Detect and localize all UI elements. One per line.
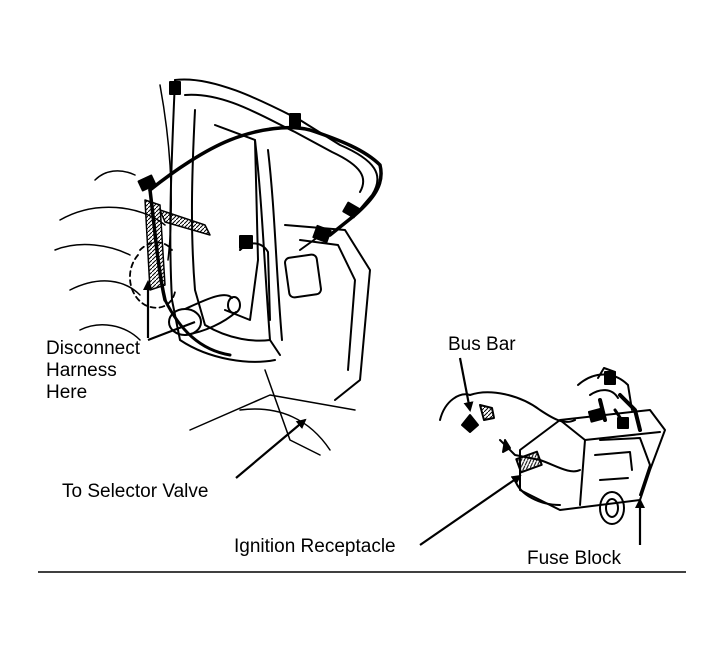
ignition-arrow (419, 474, 522, 546)
disconnect-label-line1: Disconnect (46, 338, 140, 359)
fuse-block-label: Fuse Block (527, 548, 621, 569)
selector-valve-arrow (235, 418, 307, 479)
fuse-block-assembly (439, 367, 666, 525)
leader-arrows (143, 280, 645, 546)
bus-bar-arrow (458, 357, 474, 412)
disconnect-label-line3: Here (46, 382, 88, 403)
door-panel-assembly (54, 78, 383, 456)
selector-valve-label: To Selector Valve (62, 481, 209, 502)
ignition-receptacle-label: Ignition Receptacle (234, 536, 396, 557)
disconnect-leader (147, 320, 196, 342)
bus-bar-label: Bus Bar (448, 334, 516, 355)
disconnect-label-line2: Harness (46, 360, 117, 381)
